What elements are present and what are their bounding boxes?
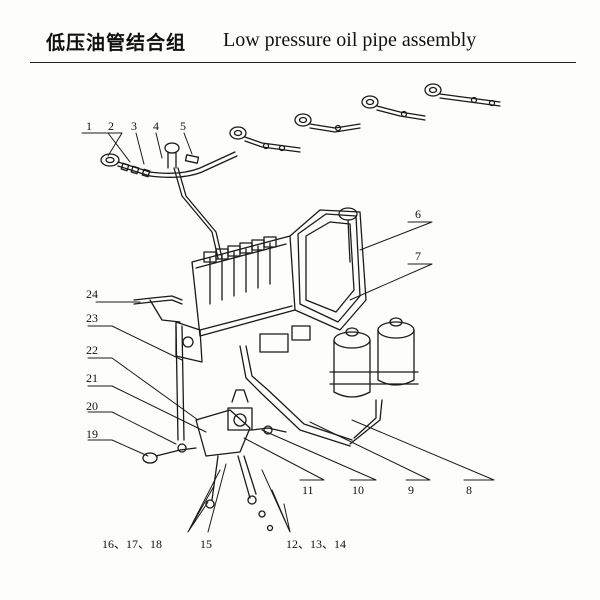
callout-2: 2 [108, 119, 114, 133]
callout-21: 21 [86, 371, 98, 385]
callout-5: 5 [180, 119, 186, 133]
upper-pipe-run [100, 83, 501, 259]
callout-8: 8 [466, 483, 472, 497]
page-title-english: Low pressure oil pipe assembly [223, 29, 477, 51]
callout-11: 11 [302, 483, 314, 497]
callout-1: 1 [86, 119, 92, 133]
feed-pump [142, 389, 287, 532]
callout-4: 4 [153, 119, 159, 133]
callout-6: 6 [415, 207, 421, 221]
callout-12-13-14: 12、13、14 [286, 537, 346, 551]
callout-15: 15 [200, 537, 212, 551]
page-title-chinese: 低压油管结合组 [46, 32, 187, 54]
callout-16-17-18: 16、17、18 [102, 537, 162, 551]
callout-23: 23 [86, 311, 98, 325]
fuel-filters [329, 317, 419, 398]
callout-24: 24 [86, 287, 98, 301]
callout-3: 3 [131, 119, 137, 133]
callout-10: 10 [352, 483, 364, 497]
injection-pump [175, 207, 367, 363]
callout-7: 7 [415, 249, 421, 263]
callout-22: 22 [86, 343, 98, 357]
lower-pipe-run [133, 295, 383, 447]
callout-numbers: 1 2 3 4 5 6 7 8 9 10 11 12、13、14 15 16、1… [86, 119, 472, 551]
callout-20: 20 [86, 399, 98, 413]
callout-9: 9 [408, 483, 414, 497]
title-underline [30, 62, 576, 63]
callout-19: 19 [86, 427, 98, 441]
leader-lines [81, 132, 495, 533]
